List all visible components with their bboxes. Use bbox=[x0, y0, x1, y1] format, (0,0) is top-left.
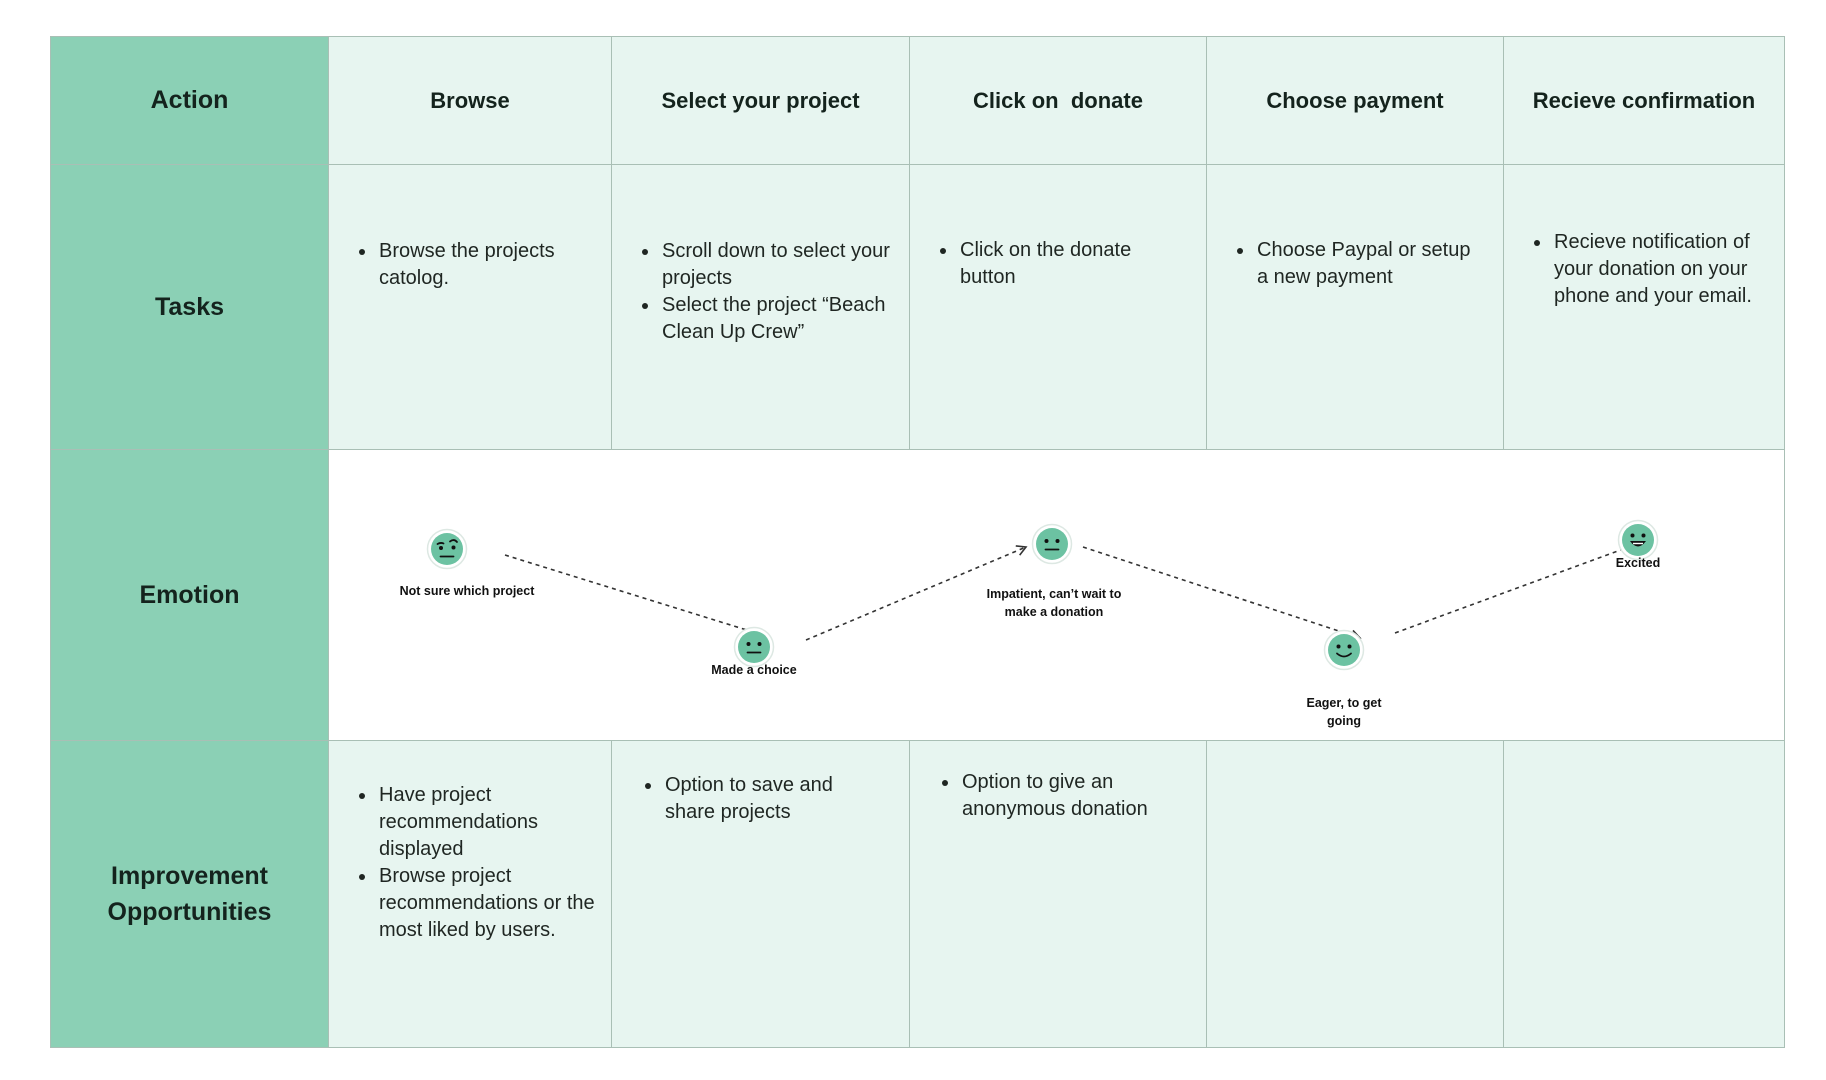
improvement-item: Option to save and share projects bbox=[663, 772, 859, 826]
emotion-label: Impatient, can’t wait to make a donation bbox=[986, 587, 1122, 619]
improvement-item: Have project recommendations displayed bbox=[377, 782, 597, 863]
emotion-label: Not sure which project bbox=[399, 584, 535, 598]
emotion-label: Excited bbox=[1615, 556, 1661, 570]
improvement-list: Have project recommendations displayed B… bbox=[351, 782, 597, 944]
column-header-label: Recieve confirmation bbox=[1532, 87, 1756, 113]
skeptical-face-icon bbox=[426, 528, 468, 570]
tasks-cell-select-project: Scroll down to select your projects Sele… bbox=[611, 164, 910, 450]
column-header-recieve-confirmation: Recieve confirmation bbox=[1503, 36, 1785, 165]
improvement-cell-recieve-confirmation bbox=[1503, 740, 1785, 1048]
task-item: Scroll down to select your projects bbox=[660, 238, 895, 292]
column-header-label: Browse bbox=[430, 87, 510, 113]
improvement-cell-select-project: Option to save and share projects bbox=[611, 740, 910, 1048]
neutral-face-icon bbox=[733, 626, 775, 668]
improvement-cell-choose-payment bbox=[1206, 740, 1504, 1048]
emotion-arrows bbox=[504, 535, 1655, 641]
emotion-arrow bbox=[504, 554, 768, 639]
row-header-emotion: Emotion bbox=[50, 449, 329, 741]
emotion-arrow bbox=[1394, 535, 1655, 634]
journey-map-table: Action Tasks Emotion Improvement Opportu… bbox=[50, 36, 1785, 1048]
emotion-arrow bbox=[1082, 546, 1362, 641]
column-header-select-project: Select your project bbox=[611, 36, 910, 165]
column-header-label: Choose payment bbox=[1266, 87, 1444, 113]
tasks-list: Browse the projects catolog. bbox=[351, 238, 595, 292]
neutral-face-icon bbox=[1031, 523, 1073, 565]
emotion-label: Eager, to get going bbox=[1306, 696, 1382, 728]
task-item: Recieve notification of your donation on… bbox=[1552, 229, 1772, 310]
row-header-improvement: Improvement Opportunities bbox=[50, 740, 329, 1048]
improvement-list: Option to save and share projects bbox=[637, 772, 859, 826]
improvement-cell-browse: Have project recommendations displayed B… bbox=[328, 740, 612, 1048]
tasks-cell-click-donate: Click on the donate button bbox=[909, 164, 1207, 450]
tasks-list: Click on the donate button bbox=[932, 237, 1166, 291]
row-header-improvement-label: Improvement Opportunities bbox=[107, 862, 272, 926]
task-item: Browse the projects catolog. bbox=[377, 238, 595, 292]
task-item: Select the project “Beach Clean Up Crew” bbox=[660, 292, 895, 346]
tasks-list: Recieve notification of your donation on… bbox=[1526, 229, 1772, 310]
column-header-choose-payment: Choose payment bbox=[1206, 36, 1504, 165]
tasks-list: Choose Paypal or setup a new payment bbox=[1229, 237, 1483, 291]
task-item: Choose Paypal or setup a new payment bbox=[1255, 237, 1483, 291]
emotion-label: Made a choice bbox=[711, 663, 797, 677]
emotion-curve-area: Not sure which project Made a choice Imp… bbox=[328, 449, 1785, 741]
improvement-list: Option to give an anonymous donation bbox=[934, 769, 1166, 823]
smiling-face-icon bbox=[1323, 629, 1365, 671]
tasks-list: Scroll down to select your projects Sele… bbox=[634, 238, 895, 346]
tasks-cell-recieve-confirmation: Recieve notification of your donation on… bbox=[1503, 164, 1785, 450]
row-header-action: Action bbox=[50, 36, 329, 165]
column-header-label: Click on donate bbox=[973, 87, 1143, 113]
row-header-action-label: Action bbox=[150, 86, 229, 114]
row-header-tasks-label: Tasks bbox=[154, 292, 225, 321]
task-item: Click on the donate button bbox=[958, 237, 1166, 291]
column-header-browse: Browse bbox=[328, 36, 612, 165]
row-header-tasks: Tasks bbox=[50, 164, 329, 450]
tasks-cell-browse: Browse the projects catolog. bbox=[328, 164, 612, 450]
column-header-label: Select your project bbox=[661, 87, 860, 113]
row-header-emotion-label: Emotion bbox=[139, 580, 240, 609]
improvement-cell-click-donate: Option to give an anonymous donation bbox=[909, 740, 1207, 1048]
improvement-item: Browse project recommendations or the mo… bbox=[377, 863, 597, 944]
grinning-face-icon bbox=[1617, 519, 1659, 561]
tasks-cell-choose-payment: Choose Paypal or setup a new payment bbox=[1206, 164, 1504, 450]
column-header-click-donate: Click on donate bbox=[909, 36, 1207, 165]
improvement-item: Option to give an anonymous donation bbox=[960, 769, 1166, 823]
